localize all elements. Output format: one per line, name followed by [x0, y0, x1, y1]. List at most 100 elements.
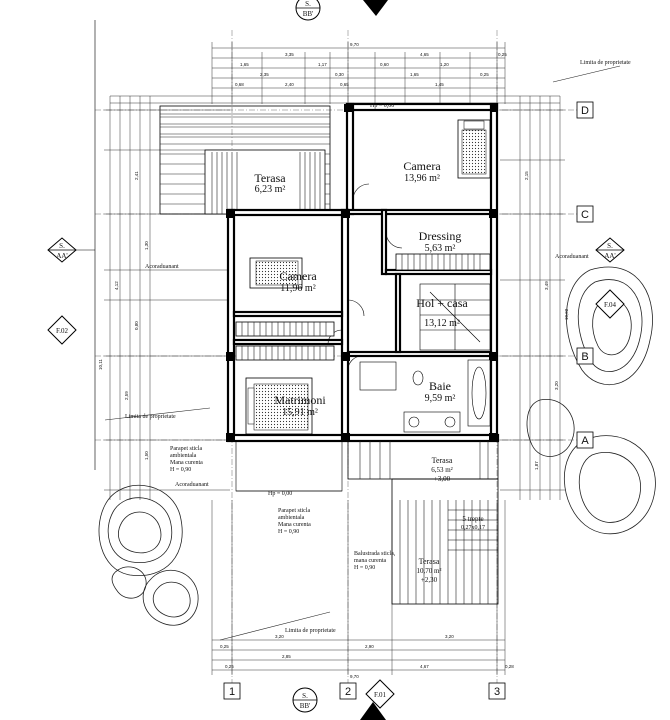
note-hp-bottom: Hp = 0,00 [268, 491, 292, 497]
room-camera2-name: Camera [279, 269, 317, 283]
svg-text:2,15: 2,15 [524, 171, 529, 180]
dim-left-a: 4,12 [114, 281, 119, 290]
svg-text:H = 0,90: H = 0,90 [354, 565, 375, 571]
room-hol-area: 13,12 m² [424, 318, 460, 329]
svg-text:1,50: 1,50 [144, 451, 149, 460]
svg-text:Mana curenta: Mana curenta [278, 522, 311, 528]
dim-top-total: 9,70 [350, 42, 359, 47]
trees-left [98, 484, 199, 626]
dim-bottom-c: 3,20 [445, 634, 454, 639]
room-terasa-area: 6,23 m² [255, 184, 286, 195]
svg-text:Balustrada sticla,: Balustrada sticla, [354, 551, 396, 557]
room-hol-name: Hol + casa [416, 296, 468, 310]
dim-right-a: 3,49 [544, 281, 549, 290]
svg-text:1,65: 1,65 [240, 62, 249, 67]
axis-row-c: C [581, 209, 589, 221]
svg-text:S.: S. [305, 0, 311, 8]
room-terasa-name: Terasa [254, 171, 286, 185]
wardrobe-dressing [395, 253, 491, 271]
svg-text:2,40: 2,40 [285, 82, 294, 87]
note-racord-bottom: Acoraduanant [175, 482, 209, 488]
structural-columns [226, 104, 498, 442]
svg-text:F.01: F.01 [374, 691, 387, 699]
svg-text:0,25: 0,25 [480, 72, 489, 77]
svg-text:0,25: 0,25 [220, 644, 229, 649]
room-terasa2-level: +3,00 [434, 475, 451, 483]
axis-row-d: D [581, 105, 589, 117]
svg-text:H = 0,90: H = 0,90 [170, 467, 191, 473]
svg-text:3,20: 3,20 [554, 381, 559, 390]
grid-axes [95, 30, 580, 690]
svg-text:mana curenta: mana curenta [354, 558, 386, 564]
svg-text:1,17: 1,17 [318, 62, 327, 67]
room-dressing-name: Dressing [419, 229, 462, 243]
svg-text:AA': AA' [604, 252, 615, 260]
trees-right [526, 266, 656, 535]
property-limit-lines [94, 20, 621, 641]
svg-text:2,41: 2,41 [134, 171, 139, 180]
bed-matrimonial [245, 377, 313, 435]
pergola-hatching [159, 105, 331, 215]
annotations: Limita de proprietate Limita de propriet… [125, 60, 631, 634]
facade-marker-bottom: F.01 [365, 679, 395, 709]
note-limita-bottom: Limita de proprietate [285, 628, 336, 634]
svg-text:0,68: 0,68 [235, 82, 244, 87]
bed-camera [457, 119, 491, 179]
note-parapet-1: Parapet sticla ambientala Mana curenta H… [170, 446, 203, 473]
dim-top-c: 0,25 [498, 52, 507, 57]
axis-col-1: 1 [229, 686, 235, 698]
svg-text:BB': BB' [303, 10, 314, 18]
note-racord-right: Acoraduanant [555, 254, 589, 260]
room-terasa2-area: 6,53 m² [431, 466, 453, 474]
room-camera-area: 13,96 m² [404, 173, 440, 184]
room-matrimoniala-area: 15,91 m² [282, 407, 318, 418]
note-parapet-3: Balustrada sticla, mana curenta H = 0,90 [354, 551, 396, 571]
room-dressing-area: 5,63 m² [425, 243, 456, 254]
room-baie-area: 9,59 m² [425, 393, 456, 404]
svg-text:2,85: 2,85 [282, 654, 291, 659]
svg-text:1,20: 1,20 [440, 62, 449, 67]
room-baie-name: Baie [429, 379, 451, 393]
note-parapet-2: Parapet sticla ambientala Mana curenta H… [278, 508, 311, 535]
axis-col-2: 2 [345, 686, 351, 698]
axis-col-3: 3 [494, 686, 500, 698]
svg-text:0,60: 0,60 [380, 62, 389, 67]
room-camera2-area: 11,96 m² [280, 283, 315, 294]
svg-text:1,65: 1,65 [410, 72, 419, 77]
stairs-size: 0,27x0,17 [461, 525, 485, 531]
note-limita-top: Limita de proprietate [580, 60, 631, 66]
room-terasa3-level: +2,30 [421, 576, 438, 584]
note-racord-left: Acoraduanant [145, 264, 179, 270]
section-marker-left: S. AA' [47, 237, 95, 263]
bathroom-fixtures [359, 359, 491, 433]
svg-text:ambientala: ambientala [170, 453, 197, 459]
room-camera-name: Camera [403, 159, 441, 173]
svg-text:0,28: 0,28 [505, 664, 514, 669]
dim-top-a: 3,35 [285, 52, 294, 57]
svg-text:F.02: F.02 [56, 327, 69, 335]
dim-bottom-d: 4,67 [420, 664, 429, 669]
svg-text:0,65: 0,65 [340, 82, 349, 87]
room-labels: Camera 13,96 m² Terasa 6,23 m² Dressing … [254, 159, 485, 584]
svg-text:S.: S. [607, 242, 613, 250]
note-hp-top: Hp = 0,00 [370, 103, 394, 109]
svg-text:1,45: 1,45 [435, 82, 444, 87]
col-axis-markers: 1 2 3 [223, 682, 506, 700]
svg-text:0,30: 0,30 [335, 72, 344, 77]
facade-marker-right: F.04 [595, 289, 625, 319]
svg-text:F.04: F.04 [604, 301, 617, 309]
svg-text:AA': AA' [56, 252, 67, 260]
svg-text:0,80: 0,80 [134, 321, 139, 330]
staircase [419, 283, 491, 351]
bed-camera-2 [249, 257, 303, 289]
svg-text:Parapet sticla: Parapet sticla [278, 508, 310, 514]
room-terasa3-name: Terasa [419, 557, 440, 566]
room-matrimoniala-name: Matrimoni [274, 393, 326, 407]
svg-text:1,30: 1,30 [144, 241, 149, 250]
dim-bottom-b: 2,90 [365, 644, 374, 649]
section-marker-top: S. BB' [295, 0, 388, 21]
stairs-count: 5 trepte [462, 515, 483, 523]
room-terasa3-area: 10,70 m² [416, 567, 441, 575]
